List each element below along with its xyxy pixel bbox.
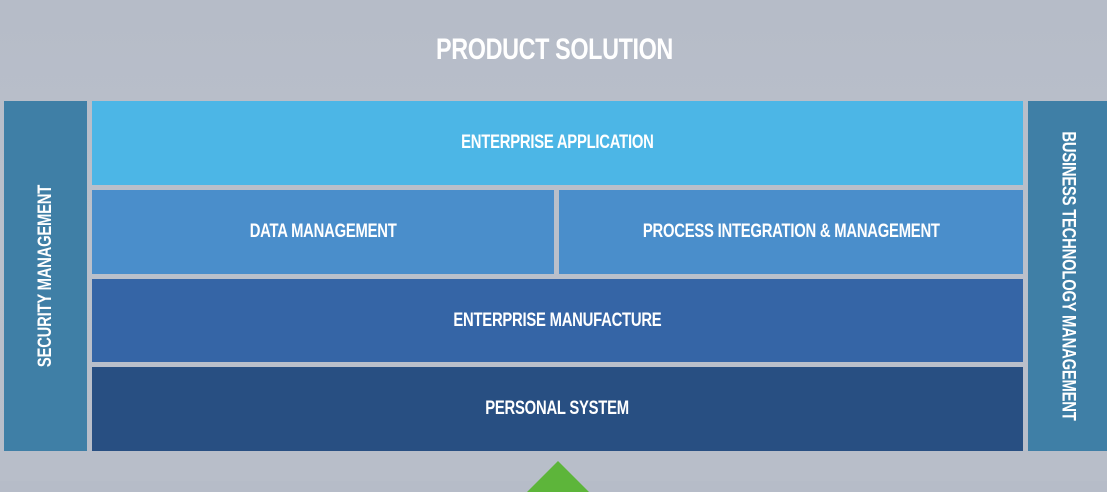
business-technology-management-panel: BUSINESS TECHNOLOGY MANAGEMENT [1028, 101, 1107, 451]
data-management-layer: DATA MANAGEMENT [92, 190, 554, 274]
security-management-panel: SECURITY MANAGEMENT [4, 101, 87, 451]
personal-system-layer: PERSONAL SYSTEM [92, 367, 1023, 451]
diagram-title: PRODUCT SOLUTION [436, 33, 673, 66]
data-management-label: DATA MANAGEMENT [249, 221, 397, 242]
enterprise-application-label: ENTERPRISE APPLICATION [461, 132, 654, 153]
personal-system-label: PERSONAL SYSTEM [485, 398, 630, 419]
process-integration-layer: PROCESS INTEGRATION & MANAGEMENT [559, 190, 1023, 274]
enterprise-application-layer: ENTERPRISE APPLICATION [92, 101, 1023, 185]
business-technology-management-label: BUSINESS TECHNOLOGY MANAGEMENT [1057, 131, 1079, 421]
security-management-label: SECURITY MANAGEMENT [34, 184, 56, 368]
process-integration-label: PROCESS INTEGRATION & MANAGEMENT [642, 221, 940, 242]
enterprise-manufacture-layer: ENTERPRISE MANUFACTURE [92, 279, 1023, 362]
enterprise-manufacture-label: ENTERPRISE MANUFACTURE [453, 309, 662, 331]
green-up-triangle-icon [527, 461, 589, 492]
